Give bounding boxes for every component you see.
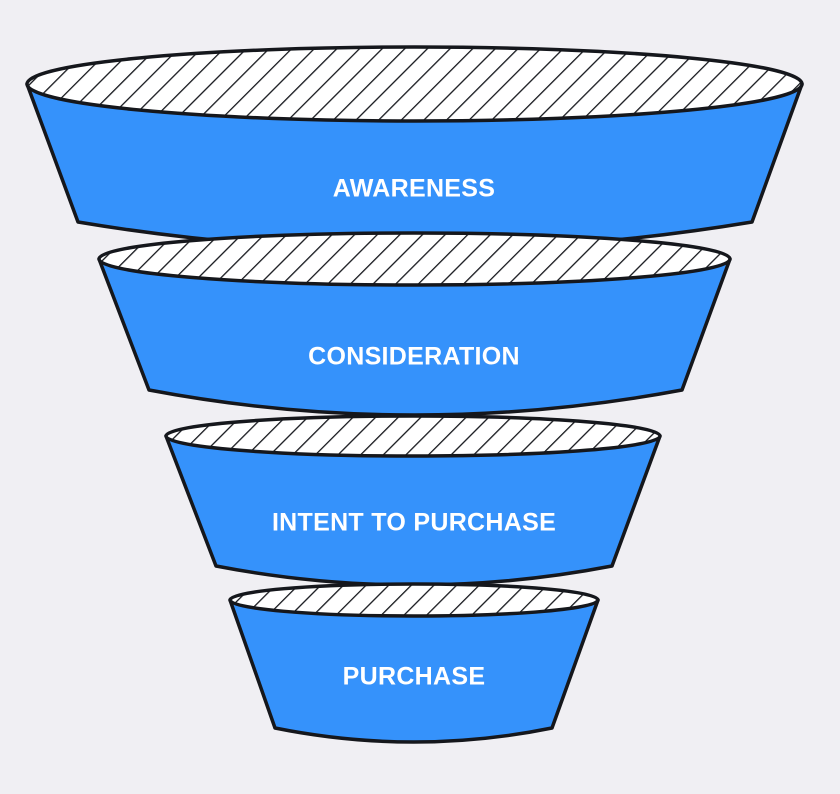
funnel-stage-rim bbox=[97, 231, 732, 287]
funnel-stage-purchase: PURCHASE bbox=[228, 582, 600, 744]
stage-label-purchase: PURCHASE bbox=[343, 663, 486, 691]
funnel-stage-intent-to-purchase: INTENT TO PURCHASE bbox=[164, 414, 662, 587]
funnel-stage-awareness: AWARENESS bbox=[25, 45, 804, 252]
funnel-stage-rim bbox=[164, 414, 662, 458]
funnel-stage-rim bbox=[228, 582, 600, 618]
stage-label-consideration: CONSIDERATION bbox=[308, 343, 520, 371]
stage-label-awareness: AWARENESS bbox=[333, 175, 495, 203]
funnel-stage-consideration: CONSIDERATION bbox=[97, 231, 732, 417]
funnel-stage-rim bbox=[25, 45, 804, 123]
stage-label-intent-to-purchase: INTENT TO PURCHASE bbox=[272, 509, 556, 537]
